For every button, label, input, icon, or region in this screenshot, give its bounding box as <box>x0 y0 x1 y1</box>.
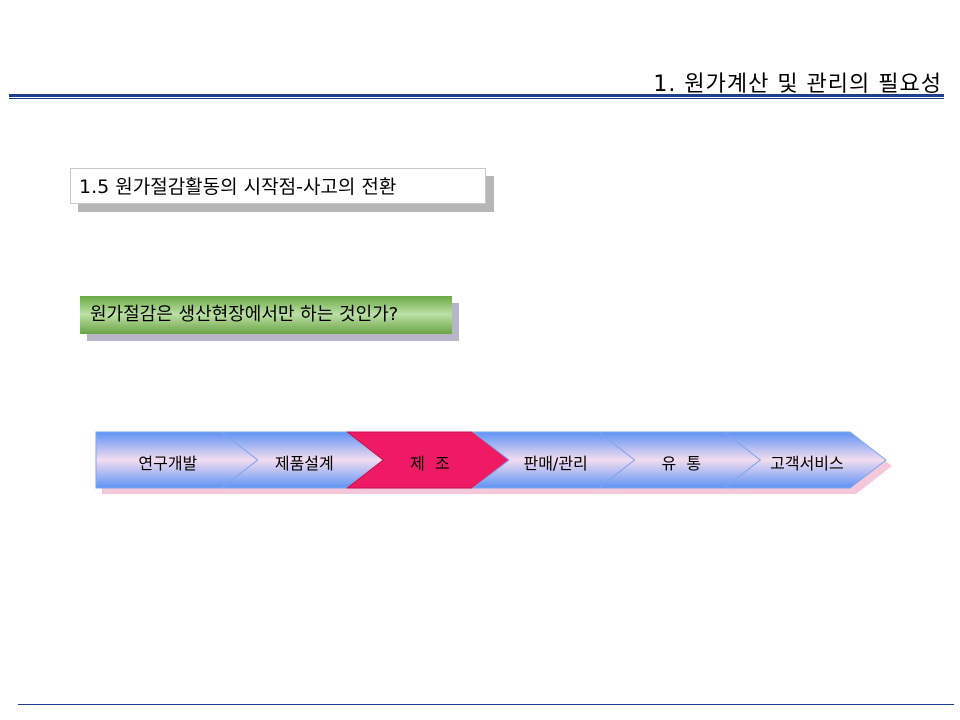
chain-step-6 <box>722 431 887 489</box>
section-heading: 1.5 원가절감활동의 시작점-사고의 전환 <box>70 168 486 204</box>
chain-step-label: 연구개발 <box>138 454 198 473</box>
chain-step-label: 고객서비스 <box>770 454 844 473</box>
chain-step-label: 제품설계 <box>274 454 334 473</box>
chain-step-label: 판매/관리 <box>523 454 588 473</box>
footer-rule <box>18 704 954 705</box>
title-underline <box>9 94 944 100</box>
slide-title: 1. 원가계산 및 관리의 필요성 <box>653 72 942 97</box>
chain-step-label: 제 조 <box>410 454 450 473</box>
chain-step-label: 유 통 <box>661 454 702 473</box>
question-banner: 원가절감은 생산현장에서만 하는 것인가? <box>80 296 452 334</box>
